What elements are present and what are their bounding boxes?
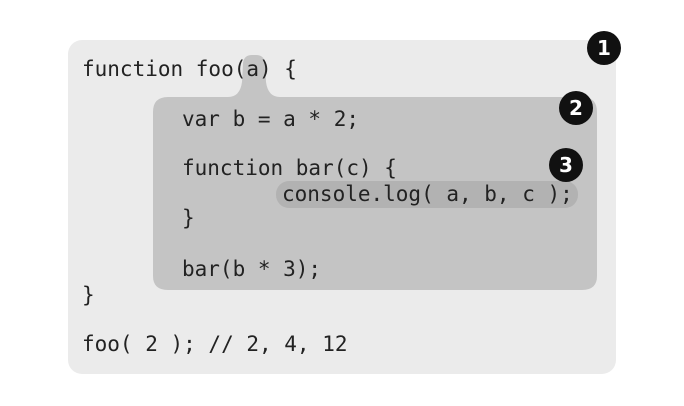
code-line-foo-call: foo( 2 ); // 2, 4, 12 [82, 332, 348, 356]
code-line-bar-declaration: function bar(c) { [182, 156, 397, 180]
scope-bubble-2 [153, 55, 597, 290]
code-line-foo-declaration: function foo(a) { [82, 57, 297, 81]
code-line-console-log: console.log( a, b, c ); [282, 182, 573, 206]
code-line-bar-close-brace: } [182, 206, 195, 230]
scope-badge-1: 1 [587, 31, 621, 65]
code-line-bar-call: bar(b * 3); [182, 257, 322, 281]
scope-badge-2: 2 [559, 91, 593, 125]
code-line-var-b: var b = a * 2; [182, 107, 360, 131]
scope-badge-3: 3 [549, 148, 583, 182]
code-line-foo-close-brace: } [82, 283, 95, 307]
scope-bubble-3 [276, 181, 578, 208]
